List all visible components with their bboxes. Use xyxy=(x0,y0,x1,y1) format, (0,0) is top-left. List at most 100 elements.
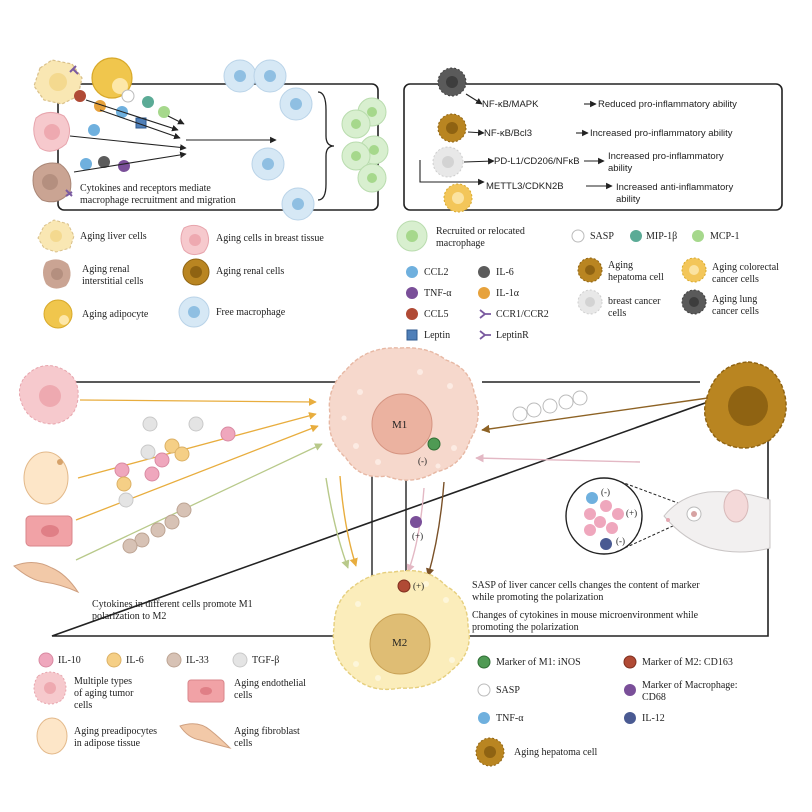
sasp-chain xyxy=(512,390,588,422)
aging-renal-interstitial-cell-icon xyxy=(32,162,72,203)
legend-hepatoma-icon xyxy=(577,257,603,283)
legend-aging-renal-interstitial-icon xyxy=(43,259,71,289)
legend2-m2-marker-label: Marker of M2: CD163 xyxy=(642,657,733,668)
legend-ccr-label: CCR1/CCR2 xyxy=(496,309,549,320)
legend2-m1-marker-label: Marker of M1: iNOS xyxy=(496,657,581,668)
legend-hepatoma-label-2: hepatoma cell xyxy=(608,272,664,283)
legend2-tumor-label-1: Multiple types xyxy=(74,676,133,687)
legend-colorectal-label-2: cancer cells xyxy=(712,274,759,285)
legend-ccr-icon xyxy=(479,309,491,319)
legend-free-macrophage-label: Free macrophage xyxy=(216,307,286,318)
mouse-icon xyxy=(663,489,771,553)
m1-macrophage xyxy=(328,347,479,481)
cytokine-scatter-left xyxy=(114,416,236,554)
pathway-3-effect-2: ability xyxy=(608,163,633,174)
cd68-plus-sign: (+) xyxy=(412,531,424,541)
pathway-3-receptor: PD-L1/CD206/NFκB xyxy=(494,156,580,167)
legend-leptin-square xyxy=(406,329,418,341)
legend-breast-cancer-icon xyxy=(577,289,603,315)
middle-left-caption-1: Cytokines in different cells promote M1 xyxy=(92,599,253,610)
pathway-4-receptor: METTL3/CDKN2B xyxy=(486,181,564,192)
legend-leptin-label: Leptin xyxy=(424,330,451,341)
m1-minus-sign: (-) xyxy=(418,456,427,466)
top-left-caption-2: macrophage recruitment and migration xyxy=(80,195,236,206)
m1-inos-marker xyxy=(427,437,441,451)
legend-preadipocyte-icon xyxy=(36,717,68,755)
legend-lung-label-2: cancer cells xyxy=(712,306,759,317)
legend-il6-dot-2 xyxy=(106,652,122,668)
cytokine-chain-middle xyxy=(88,124,100,136)
legend2-endothelial-label-1: Aging endothelial xyxy=(234,678,306,689)
legend-hepatoma-label-1: Aging xyxy=(608,260,633,271)
m2-cd163-marker xyxy=(397,579,411,593)
hepatoma-cell-icon-top xyxy=(437,113,467,143)
legend-tnf-dot-2 xyxy=(478,712,490,724)
preadipocyte-icon xyxy=(23,451,69,505)
legend2-il33-label: IL-33 xyxy=(186,655,209,666)
legend2-preadipocyte-label-1: Aging preadipocytes xyxy=(74,726,158,737)
pathway-1-receptor: NF-κB/MAPK xyxy=(482,99,539,110)
inset-minus-top: (-) xyxy=(601,487,610,497)
top-right-panel-frame xyxy=(403,83,783,211)
legend-il33-dot xyxy=(166,652,182,668)
ccr-receptor-icon xyxy=(65,189,73,197)
legend-recruited-label-2: macrophage xyxy=(436,238,485,249)
legend-il6-dot xyxy=(478,266,490,278)
free-macrophage-cluster xyxy=(223,59,315,221)
aging-adipocyte-icon xyxy=(91,57,133,99)
legend-tnf-dot xyxy=(406,287,418,299)
legend-il6-label: IL-6 xyxy=(496,267,514,278)
colorectal-cancer-cell-icon-top xyxy=(443,183,473,213)
legend-mip1b-dot xyxy=(630,230,642,242)
legend-breast-cancer-label-1: breast cancer xyxy=(608,296,661,307)
legend-mip1b-label: MIP-1β xyxy=(646,231,678,242)
legend-recruited-macrophage-icon xyxy=(396,220,428,252)
legend-aging-adipocyte-label: Aging adipocyte xyxy=(82,309,149,320)
m2-label: M2 xyxy=(392,637,408,649)
m1-label: M1 xyxy=(392,419,408,431)
legend-cd68-dot xyxy=(624,684,636,696)
legend2-macro-marker-label-1: Marker of Macrophage: xyxy=(642,680,738,691)
legend-ccl2-label: CCL2 xyxy=(424,267,449,278)
middle-right-caption-1: SASP of liver cancer cells changes the c… xyxy=(472,580,700,591)
legend-lung-cancer-icon xyxy=(681,289,707,315)
legend-tnf-label: TNF-α xyxy=(424,288,452,299)
legend-breast-cancer-label-2: cells xyxy=(608,308,627,319)
legend-mcp1-label: MCP-1 xyxy=(710,231,740,242)
legend-ccl5-dot xyxy=(406,308,418,320)
legend-aging-adipocyte-icon xyxy=(43,299,73,329)
legend-il12-dot xyxy=(624,712,636,724)
legend-tumor-icon xyxy=(33,671,67,705)
legend-leptinr-label: LeptinR xyxy=(496,330,529,341)
legend-colorectal-label-1: Aging colorectal xyxy=(712,262,779,273)
middle-right-caption-3: Changes of cytokines in mouse microenvir… xyxy=(472,610,699,621)
legend-ccl5-label: CCL5 xyxy=(424,309,449,320)
legend-renal-interstitial-label-2: interstitial cells xyxy=(82,276,144,287)
lung-cancer-cell-icon xyxy=(437,67,467,97)
legend-aging-liver-icon xyxy=(37,219,75,253)
pathway-2-receptor: NF-κB/Bcl3 xyxy=(484,128,533,139)
legend2-tumor-label-2: of aging tumor xyxy=(74,688,134,699)
cytokine-chain-upper xyxy=(74,89,170,129)
legend2-fibroblast-label-2: cells xyxy=(234,738,253,749)
recruited-macrophage-cluster xyxy=(341,97,389,193)
legend2-il12-label: IL-12 xyxy=(642,713,665,724)
legend-il1a-dot xyxy=(478,287,490,299)
legend-sasp-dot xyxy=(571,229,585,243)
legend2-hepatoma-label: Aging hepatoma cell xyxy=(514,747,598,758)
legend-aging-liver-label: Aging liver cells xyxy=(80,231,147,242)
pathway-4-effect-2: ability xyxy=(616,194,641,205)
legend-tgfb-dot xyxy=(232,652,248,668)
legend-fibroblast-icon xyxy=(179,723,232,749)
pathway-1-effect: Reduced pro-inflammatory ability xyxy=(598,99,737,110)
legend-hepatoma-icon-2 xyxy=(475,737,505,767)
cytokine-inset xyxy=(565,477,643,555)
legend2-tgfb-label: TGF-β xyxy=(252,655,280,666)
legend2-macro-marker-label-2: CD68 xyxy=(642,692,666,703)
top-left-caption-1: Cytokines and receptors mediate xyxy=(80,183,211,194)
legend2-tnf-label: TNF-α xyxy=(496,713,524,724)
inset-minus-bottom: (-) xyxy=(616,536,625,546)
legend2-il6-label: IL-6 xyxy=(126,655,144,666)
